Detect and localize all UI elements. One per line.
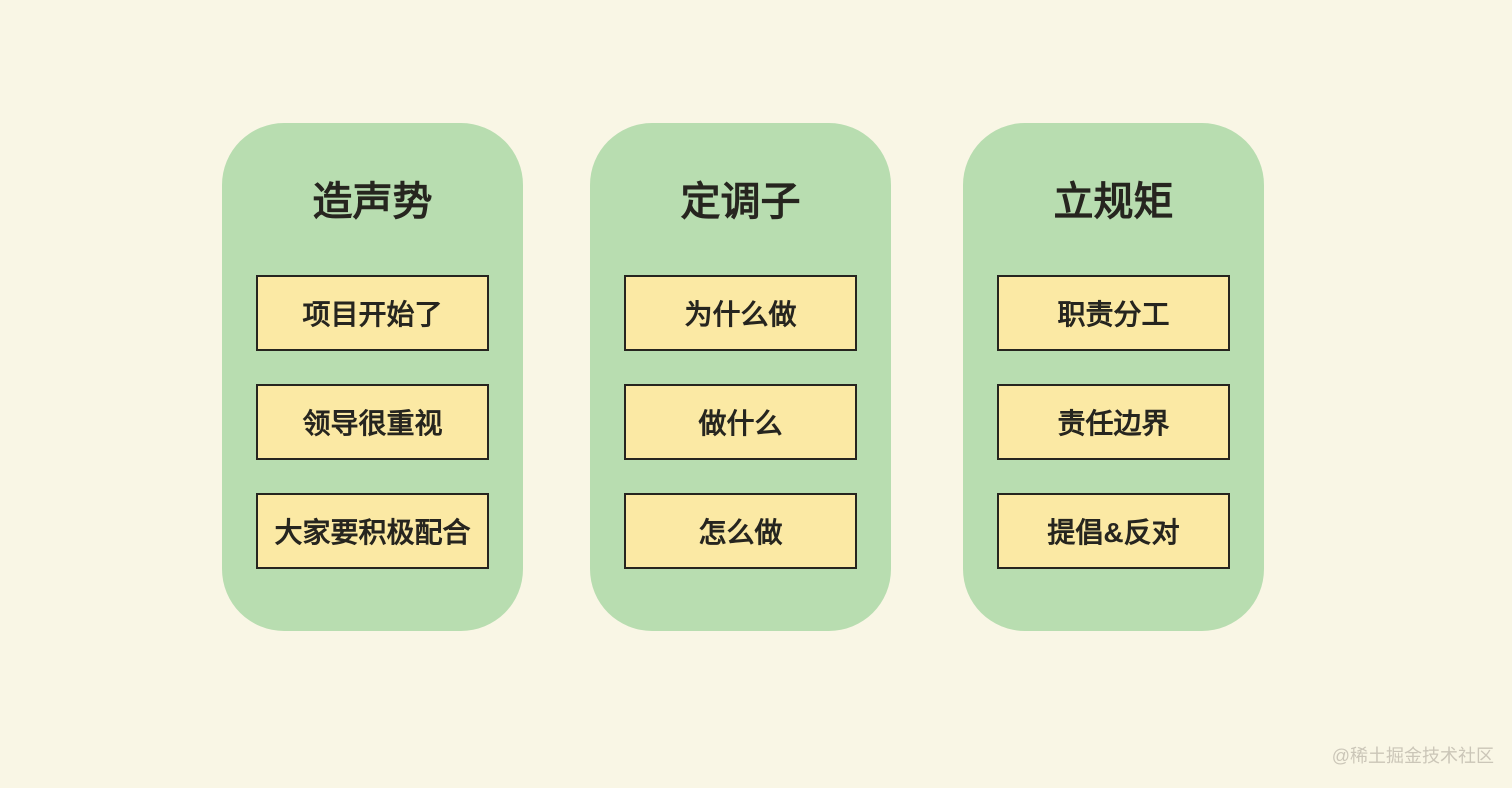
- watermark: @稀土掘金技术社区: [1331, 746, 1494, 766]
- item-label: 为什么做: [684, 299, 797, 330]
- item-label: 项目开始了: [302, 299, 443, 330]
- item-box: 职责分工: [997, 275, 1230, 351]
- item-box: 领导很重视: [256, 384, 489, 460]
- item-box: 做什么: [624, 384, 857, 460]
- item-label: 职责分工: [1057, 299, 1170, 330]
- item-label: 责任边界: [1057, 408, 1170, 439]
- item-label: 领导很重视: [302, 408, 443, 439]
- item-label: 大家要积极配合: [274, 517, 471, 548]
- item-label: 怎么做: [698, 517, 783, 548]
- item-box: 项目开始了: [256, 275, 489, 351]
- item-box: 为什么做: [624, 275, 857, 351]
- item-box: 提倡&反对: [997, 493, 1230, 569]
- column-title: 定调子: [680, 180, 801, 224]
- column-title: 造声势: [312, 180, 433, 224]
- item-box: 责任边界: [997, 384, 1230, 460]
- column-title: 立规矩: [1053, 180, 1174, 224]
- column-card-momentum: 造声势 项目开始了 领导很重视 大家要积极配合: [222, 123, 523, 631]
- item-label: 做什么: [698, 408, 783, 439]
- item-box: 大家要积极配合: [256, 493, 489, 569]
- item-box: 怎么做: [624, 493, 857, 569]
- column-card-tone: 定调子 为什么做 做什么 怎么做: [590, 123, 891, 631]
- item-label: 提倡&反对: [1047, 517, 1180, 548]
- column-card-rules: 立规矩 职责分工 责任边界 提倡&反对: [963, 123, 1264, 631]
